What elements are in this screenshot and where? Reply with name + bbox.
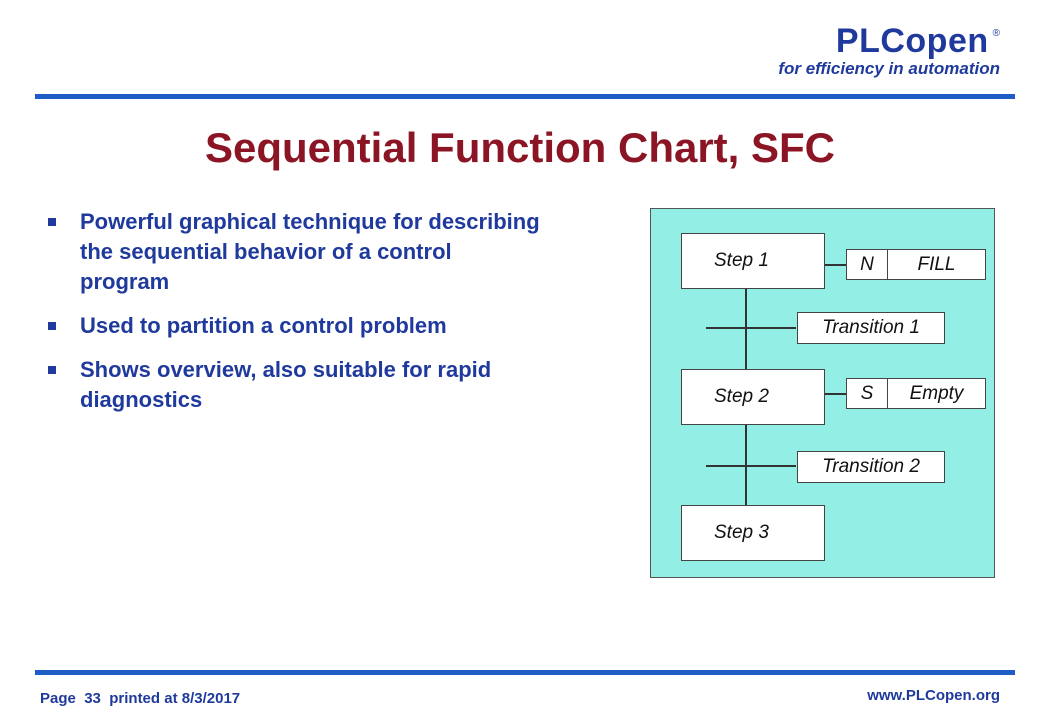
page-info: Page 33 printed at 8/3/2017 [40, 690, 240, 707]
slide-title: Sequential Function Chart, SFC [204, 124, 836, 171]
website-link[interactable]: www.PLCopen.org [867, 687, 1000, 704]
sfc-diagram: Step 1 N FILL Transition 1 Step 2 S Empt… [650, 208, 995, 578]
sfc-action-fill: N FILL [846, 249, 986, 280]
logo-name: PLCopen [835, 22, 989, 60]
action-qualifier: N [847, 250, 888, 279]
action-link-line [825, 264, 847, 266]
sfc-transition-1: Transition 1 [797, 312, 945, 344]
sfc-step-2: Step 2 [681, 369, 825, 425]
action-name: Empty [909, 382, 964, 404]
sfc-step-3: Step 3 [681, 505, 825, 561]
action-name: FILL [917, 253, 956, 275]
transition-bar [706, 465, 796, 467]
header-rule [35, 94, 1015, 99]
plcopen-logo: PLCopen® for efficiency in automation [778, 22, 1000, 79]
sfc-step-1: Step 1 [681, 233, 825, 289]
logo-tagline: for efficiency in automation [778, 59, 1000, 78]
bullet-item: Used to partition a control problem [40, 311, 540, 341]
registered-mark: ® [992, 28, 1000, 39]
page-number: 33 [84, 690, 101, 707]
step-label: Step 2 [714, 386, 769, 407]
action-qualifier: S [847, 379, 888, 408]
transition-label: Transition 1 [822, 317, 920, 338]
sfc-action-empty: S Empty [846, 378, 986, 409]
page-label: Page [40, 690, 76, 707]
step-label: Step 1 [714, 250, 769, 271]
printed-date: printed at 8/3/2017 [109, 690, 241, 707]
sfc-transition-2: Transition 2 [797, 451, 945, 483]
bullet-item: Shows overview, also suitable for rapid … [40, 355, 540, 415]
transition-label: Transition 2 [822, 456, 920, 477]
bullet-list: Powerful graphical technique for describ… [40, 207, 540, 429]
footer-rule [35, 670, 1015, 675]
bullet-item: Powerful graphical technique for describ… [40, 207, 540, 297]
step-label: Step 3 [714, 522, 769, 543]
action-link-line [825, 393, 847, 395]
transition-bar [706, 327, 796, 329]
